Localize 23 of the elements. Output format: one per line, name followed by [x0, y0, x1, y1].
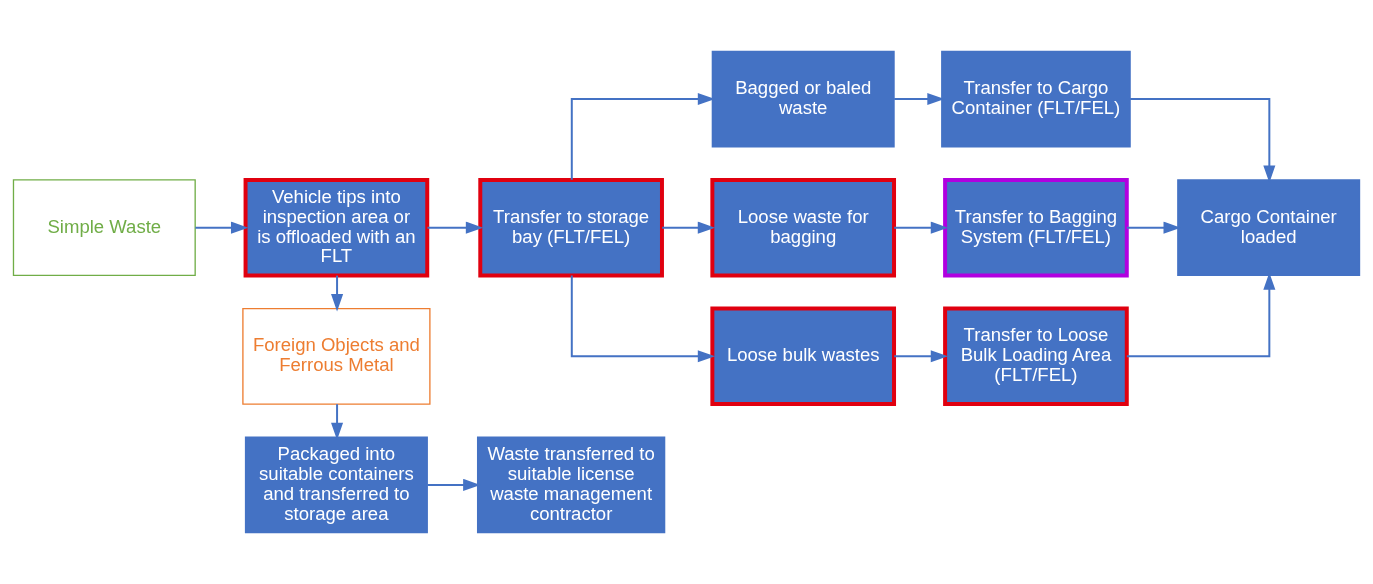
- node-box: Waste transferred to suitable license waste management contractor: [476, 436, 666, 534]
- node-box: Simple Waste: [12, 179, 196, 277]
- arrow: [893, 221, 949, 234]
- arrow: [1129, 98, 1276, 183]
- node-box: Cargo Container loaded: [1177, 179, 1361, 277]
- arrow: [1125, 221, 1181, 234]
- arrow: [331, 274, 344, 312]
- node-box: Transfer to Bagging System (FLT/FEL): [943, 177, 1129, 278]
- node-box: Loose waste for bagging: [710, 177, 897, 278]
- arrow: [893, 93, 945, 106]
- arrow: [893, 350, 949, 363]
- arrow: [426, 221, 484, 234]
- arrow: [570, 274, 716, 363]
- node-box: Bagged or baled waste: [711, 50, 895, 148]
- node-box: Transfer to storage bay (FLT/FEL): [478, 177, 664, 278]
- arrow: [661, 221, 716, 234]
- node-box: Transfer to Cargo Container (FLT/FEL): [941, 50, 1131, 148]
- node-box: Loose bulk wastes: [710, 306, 897, 407]
- node-box: Vehicle tips into inspection area or is offloaded with an FLT: [243, 177, 430, 278]
- node-box: Foreign Objects and Ferrous Metal: [242, 307, 431, 405]
- node-box: Transfer to Loose Bulk Loading Area (FLT/FEL): [943, 306, 1129, 407]
- node-box: Packaged into suitable containers and transferred to storage area: [244, 436, 428, 534]
- arrow: [194, 221, 249, 234]
